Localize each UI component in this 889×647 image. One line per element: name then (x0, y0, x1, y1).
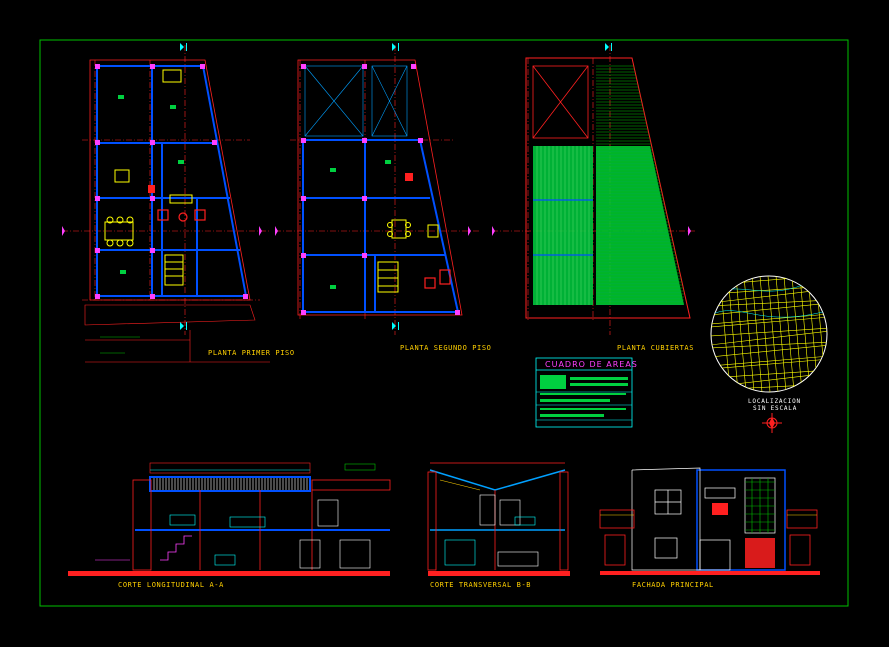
section-a-title: CORTE LONGITUDINAL A-A (118, 581, 224, 589)
floor-plan-first[interactable]: PLANTA PRIMER PISO (62, 43, 295, 363)
areas-table[interactable]: CUADRO DE AREAS (535, 357, 638, 428)
main-facade[interactable]: FACHADA PRINCIPAL (599, 467, 820, 589)
sheet-border (39, 39, 849, 607)
section-transversal[interactable]: CORTE TRANSVERSAL B-B (427, 462, 570, 589)
section-longitudinal[interactable]: CORTE LONGITUDINAL A-A (68, 462, 391, 589)
roof-plan[interactable]: PLANTA CUBIERTAS (492, 43, 695, 352)
areas-table-title: CUADRO DE AREAS (545, 360, 638, 369)
section-b-title: CORTE TRANSVERSAL B-B (430, 581, 531, 589)
location-label: LOCALIZACION (748, 398, 801, 405)
floor-plan-second[interactable]: PLANTA SEGUNDO PISO (275, 43, 491, 352)
plan2-title: PLANTA SEGUNDO PISO (400, 344, 491, 352)
facade-title: FACHADA PRINCIPAL (632, 581, 714, 589)
plan1-title: PLANTA PRIMER PISO (208, 349, 295, 357)
location-scale: SIN ESCALA (753, 405, 797, 412)
location-map[interactable]: LOCALIZACION SIN ESCALA (710, 275, 834, 433)
north-arrow-icon (762, 413, 782, 433)
roof-title: PLANTA CUBIERTAS (617, 344, 694, 352)
